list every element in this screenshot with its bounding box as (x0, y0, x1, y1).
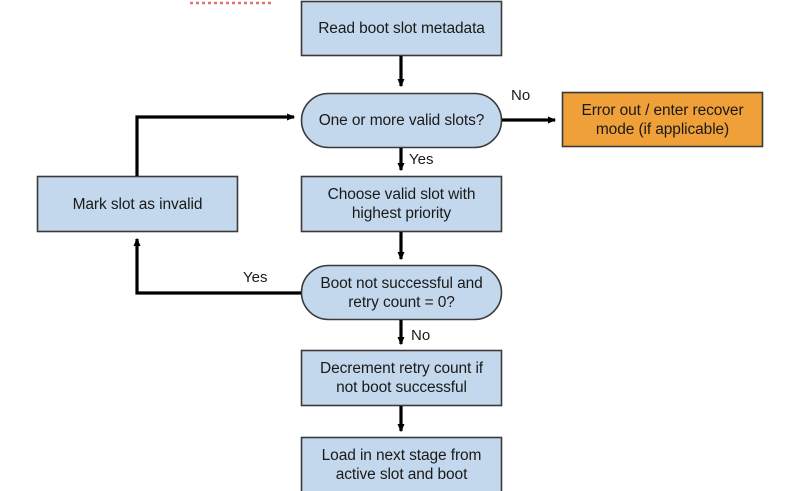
edge-label-no-valid-slots: No (511, 87, 531, 104)
node-one-or-more-valid-slots (300, 92, 503, 149)
node-choose-valid-slot-highest-priority (300, 175, 503, 233)
edge-label-yes-retry-loop: Yes (243, 269, 268, 286)
edge-label-yes-valid-slots: Yes (409, 151, 434, 168)
node-read-boot-slot-metadata (300, 0, 503, 57)
edge-label-no-retry: No (411, 327, 431, 344)
node-decrement-retry-count (300, 349, 503, 407)
node-boot-not-successful-retry-zero (300, 264, 503, 321)
node-error-out-enter-recover-mode (561, 91, 764, 148)
connector-boot-check-yes-to-mark-invalid (133, 237, 301, 295)
connector-mark-invalid-to-valid-slots (135, 113, 296, 176)
node-load-next-stage-active-slot (300, 436, 503, 491)
node-mark-slot-as-invalid (36, 175, 239, 233)
